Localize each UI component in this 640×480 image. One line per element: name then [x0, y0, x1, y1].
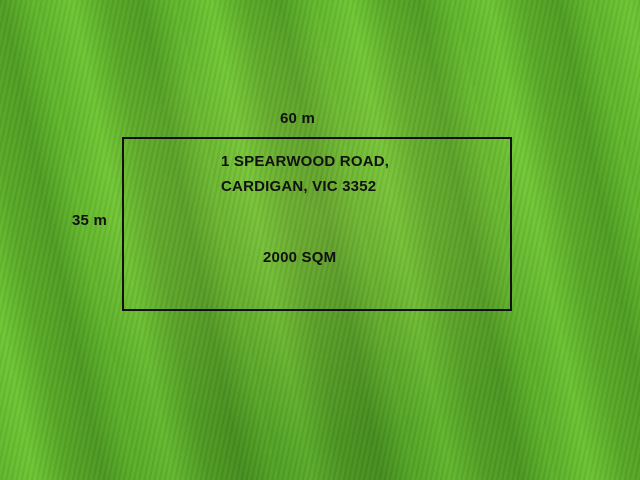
- lot-boundary: [122, 137, 512, 311]
- address-line-2: CARDIGAN, VIC 3352: [221, 178, 377, 195]
- lot-area-label: 2000 SQM: [263, 249, 337, 266]
- lot-depth-label: 35 m: [72, 212, 107, 229]
- lot-width-label: 60 m: [280, 110, 315, 127]
- address-line-1: 1 SPEARWOOD ROAD,: [221, 153, 390, 170]
